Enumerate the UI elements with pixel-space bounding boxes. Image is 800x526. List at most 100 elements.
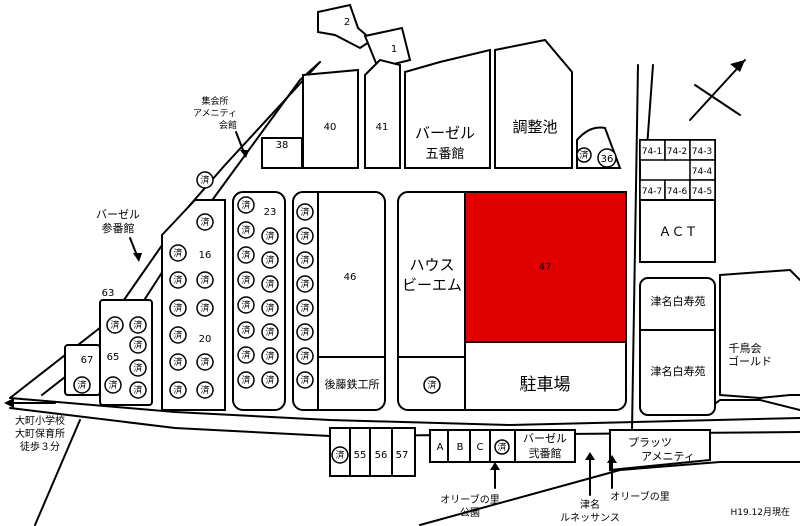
done-mark: 済 xyxy=(427,379,436,391)
svg-text:済: 済 xyxy=(173,329,182,341)
done-mark: 済 xyxy=(265,374,274,386)
lot-36-area: 済 36 xyxy=(576,126,622,169)
done-mark: 済 xyxy=(241,374,250,386)
basel-5-name: バーゼル xyxy=(415,124,475,142)
svg-text:会館: 会館 xyxy=(219,119,237,131)
done-mark: 済 xyxy=(265,302,274,314)
lot-40-number: 40 xyxy=(324,122,337,133)
done-mark-circle xyxy=(237,196,255,214)
svg-text:バーゼル: バーゼル xyxy=(523,432,567,445)
block-74: 74-1 74-2 74-3 74-4 74-7 74-6 74-5 xyxy=(639,139,716,201)
svg-text:済: 済 xyxy=(110,319,119,331)
svg-text:57: 57 xyxy=(396,450,409,461)
house-bm-name: ハウス xyxy=(409,256,454,274)
lot-2: 2 xyxy=(317,3,374,50)
done-mark-circle xyxy=(237,371,255,389)
svg-text:74-2: 74-2 xyxy=(667,147,687,157)
done-mark-circle xyxy=(296,371,314,389)
svg-text:済: 済 xyxy=(200,274,209,286)
done-mark-circle xyxy=(261,323,279,341)
block-46: 46 後藤鉄工所 xyxy=(292,191,386,411)
lot-40: 40 xyxy=(302,68,359,169)
svg-text:B: B xyxy=(457,442,464,453)
block-abc: A B C 済 xyxy=(429,429,516,463)
done-mark-circle xyxy=(296,347,314,365)
done-mark-circle xyxy=(261,251,279,269)
done-mark: 済 xyxy=(241,349,250,361)
done-mark: 済 xyxy=(241,274,250,286)
done-mark: 済 xyxy=(241,199,250,211)
svg-text:済: 済 xyxy=(173,274,182,286)
svg-text:C: C xyxy=(477,442,484,453)
svg-text:済: 済 xyxy=(77,379,86,391)
svg-text:済: 済 xyxy=(173,384,182,396)
amenity-hall-label: 集会所 アメニティ 会館 xyxy=(193,95,249,158)
lot-36-number: 36 xyxy=(601,154,614,165)
done-mark-circle xyxy=(296,323,314,341)
done-mark-circle xyxy=(237,221,255,239)
tsuna-renaissance-label: 津名 ルネッサンス xyxy=(560,452,620,524)
svg-text:55: 55 xyxy=(354,450,367,461)
svg-text:大町保育所: 大町保育所 xyxy=(15,427,65,440)
done-mark: 済 xyxy=(300,350,309,362)
lot-38: 38 xyxy=(261,137,303,169)
svg-text:済: 済 xyxy=(200,216,209,228)
olive-village-label: オリーブの里 xyxy=(607,455,670,503)
lot-1-number: 1 xyxy=(391,44,397,55)
svg-text:74-1: 74-1 xyxy=(642,147,662,157)
svg-text:済: 済 xyxy=(108,379,117,391)
olive-park-label: オリーブの里 公園 xyxy=(440,462,500,519)
done-mark-circle xyxy=(296,299,314,317)
svg-text:済: 済 xyxy=(173,356,182,368)
lot-67-number: 67 xyxy=(81,355,94,366)
lot-46-number: 46 xyxy=(344,272,357,283)
done-marks-16-20: 済 済 済 済 済 済 済 済 済 済 済 xyxy=(169,213,214,399)
pond: 調整池 xyxy=(494,38,573,169)
svg-text:津名白寿苑: 津名白寿苑 xyxy=(651,364,706,378)
building-basel-3-label: バーゼル 参番館 xyxy=(96,208,142,262)
chidori-gold-label: 千鳥会 ゴールド xyxy=(728,341,772,368)
done-mark: 済 xyxy=(300,278,309,290)
lot-38-number: 38 xyxy=(276,140,289,151)
svg-text:済: 済 xyxy=(200,302,209,314)
done-mark: 済 xyxy=(300,326,309,338)
building-basel-5: バーゼル 五番館 xyxy=(404,48,491,169)
done-mark-circle xyxy=(237,296,255,314)
svg-text:プラッツ: プラッツ xyxy=(628,436,672,449)
done-mark-circle xyxy=(261,299,279,317)
act-label: ＡＣＴ xyxy=(658,225,697,240)
building-plats-amenity: プラッツ アメニティ xyxy=(609,429,711,472)
north-arrow-icon xyxy=(689,59,746,121)
building-act: ＡＣＴ xyxy=(639,199,716,263)
school-direction: 大町小学校 大町保育所 徒歩３分 xyxy=(4,398,65,453)
done-mark: 済 xyxy=(300,230,309,242)
svg-text:ルネッサンス: ルネッサンス xyxy=(560,512,620,524)
svg-text:ゴールド: ゴールド xyxy=(728,354,772,368)
svg-text:参番館: 参番館 xyxy=(102,221,135,235)
done-mark-circle xyxy=(261,347,279,365)
lot-23-number: 23 xyxy=(264,207,277,218)
done-mark: 済 xyxy=(265,278,274,290)
svg-text:74-3: 74-3 xyxy=(692,147,712,157)
svg-text:公園: 公園 xyxy=(460,507,480,519)
house-bm-subname: ビーエム xyxy=(402,276,462,294)
svg-text:74-6: 74-6 xyxy=(667,187,688,197)
goto-ironworks-label: 後藤鉄工所 xyxy=(325,377,380,391)
done-mark-circle xyxy=(237,346,255,364)
svg-text:大町小学校: 大町小学校 xyxy=(15,414,65,427)
done-mark-circle xyxy=(296,275,314,293)
done-mark-circle xyxy=(296,251,314,269)
lot-47-number: 47 xyxy=(539,262,552,273)
svg-text:済: 済 xyxy=(173,247,182,259)
done-mark-circle xyxy=(237,321,255,339)
svg-text:済: 済 xyxy=(133,362,142,374)
svg-text:バーゼル: バーゼル xyxy=(96,208,140,221)
lot-65-number: 65 xyxy=(107,352,120,363)
building-basel-2: バーゼル 弐番館 xyxy=(514,429,576,463)
done-mark: 済 xyxy=(241,299,250,311)
done-mark: 済 xyxy=(241,249,250,261)
done-mark: 済 xyxy=(265,326,274,338)
lot-41-number: 41 xyxy=(376,122,389,133)
